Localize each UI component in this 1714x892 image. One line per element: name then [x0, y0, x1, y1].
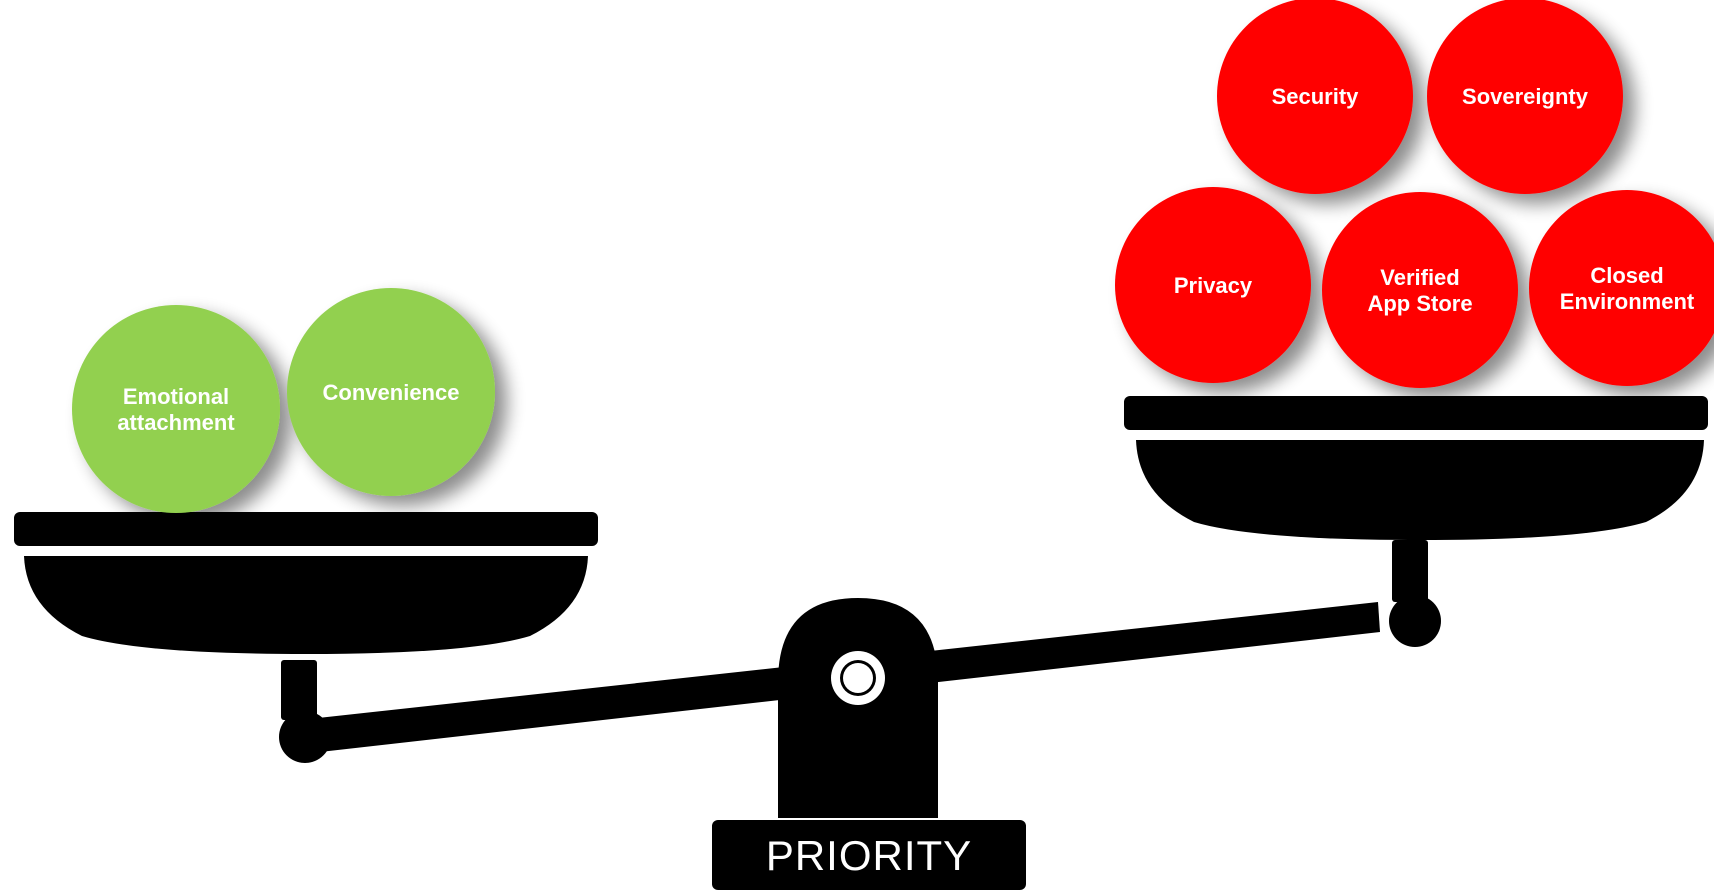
weight-label: Convenience	[323, 380, 460, 405]
weight-privacy: Privacy	[1115, 187, 1311, 383]
weight-label: attachment	[117, 410, 235, 435]
right-pan-bowl	[1136, 440, 1704, 540]
weight-label: Privacy	[1174, 273, 1253, 298]
weight-label: Emotional	[123, 384, 229, 409]
weight-circle	[1529, 190, 1714, 386]
weight-label: Environment	[1560, 289, 1695, 314]
left-pan-rim	[14, 512, 598, 546]
center-post	[778, 598, 938, 818]
weight-circle	[287, 288, 495, 496]
weight-circle	[1115, 187, 1311, 383]
weight-circle	[1217, 0, 1413, 194]
center-pivot-inner	[843, 663, 873, 693]
weight-security: Security	[1217, 0, 1413, 194]
priority-label: PRIORITY	[766, 832, 972, 879]
weight-circle	[72, 305, 280, 513]
left-pivot	[279, 711, 331, 763]
left-pan-bowl	[24, 556, 588, 654]
weight-label: App Store	[1367, 291, 1472, 316]
weight-convenience: Convenience	[287, 288, 495, 496]
right-pivot	[1389, 595, 1441, 647]
weight-label: Sovereignty	[1462, 84, 1589, 109]
right-pan-rim	[1124, 396, 1708, 430]
weight-label: Verified	[1380, 265, 1459, 290]
left-hanger	[281, 660, 317, 720]
weight-circle	[1427, 0, 1623, 194]
weight-label: Security	[1272, 84, 1360, 109]
priority-label-background	[712, 820, 1026, 890]
scale-structure	[14, 396, 1708, 818]
weight-circle	[1322, 192, 1518, 388]
weight-sovereignty: Sovereignty	[1427, 0, 1623, 194]
priority-label-box: PRIORITY	[712, 820, 1026, 890]
weight-label: Closed	[1590, 263, 1663, 288]
right-hanger	[1392, 540, 1428, 602]
